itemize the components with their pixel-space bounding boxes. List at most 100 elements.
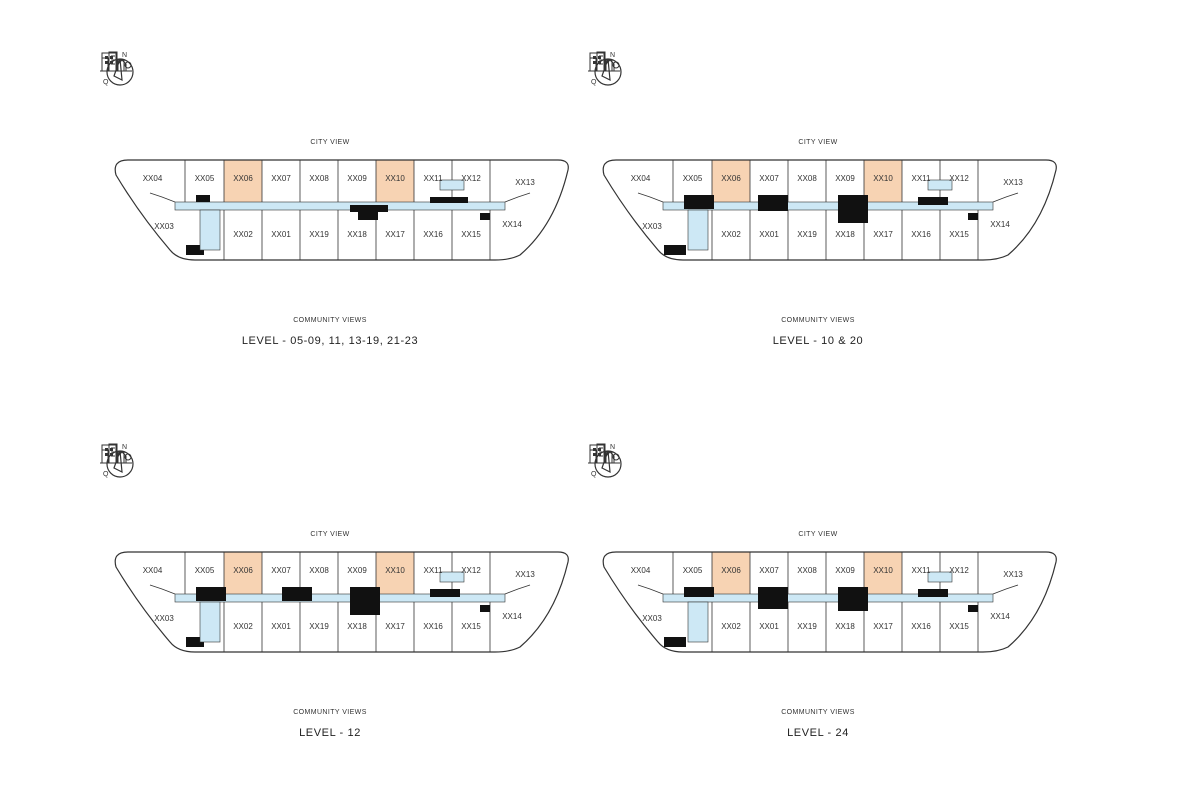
unit-label-xx12: XX12: [949, 174, 969, 183]
unit-label-xx07: XX07: [759, 566, 779, 575]
highlight-xx06: [712, 160, 750, 202]
core-block: [196, 195, 210, 202]
compass-north-label: N: [610, 444, 615, 451]
unit-label-xx17: XX17: [385, 230, 405, 239]
unit-label-xx05: XX05: [195, 566, 215, 575]
service-shaft: [927, 179, 953, 191]
building-outline: [114, 551, 569, 653]
unit-label-xx05: XX05: [683, 174, 703, 183]
unit-label-xx05: XX05: [683, 566, 703, 575]
unit-label-xx03: XX03: [642, 614, 662, 623]
unit-label-xx02: XX02: [721, 230, 741, 239]
community-houses-icon: [100, 444, 132, 464]
compass-north-label: N: [610, 52, 615, 59]
core-block: [684, 587, 714, 597]
unit-label-xx06: XX06: [721, 174, 741, 183]
community-houses-icon: [588, 52, 620, 72]
compass-q-label: Q: [591, 471, 597, 478]
core-block: [684, 195, 714, 209]
unit-label-xx15: XX15: [949, 230, 969, 239]
corridor: [662, 201, 994, 211]
unit-label-xx15: XX15: [461, 622, 481, 631]
service-shaft: [927, 571, 953, 583]
unit-label-xx07: XX07: [271, 174, 291, 183]
core-block: [664, 245, 686, 255]
unit-label-xx17: XX17: [873, 230, 893, 239]
unit-label-xx18: XX18: [835, 622, 855, 631]
core-block: [358, 212, 378, 220]
unit-label-xx09: XX09: [835, 174, 855, 183]
unit-label-xx01: XX01: [759, 230, 779, 239]
unit-label-xx11: XX11: [424, 174, 444, 183]
highlight-xx10: [376, 552, 414, 594]
highlight-xx10: [864, 552, 902, 594]
unit-label-xx13: XX13: [515, 178, 535, 187]
unit-label-xx08: XX08: [309, 566, 329, 575]
highlight-xx06: [224, 160, 262, 202]
service-shaft: [199, 601, 221, 643]
unit-label-xx09: XX09: [347, 566, 367, 575]
building-outline: [114, 159, 569, 261]
unit-label-xx11: XX11: [912, 174, 932, 183]
city-view-label: CITY VIEW: [798, 531, 838, 538]
unit-label-xx02: XX02: [233, 230, 253, 239]
core-block: [186, 637, 204, 647]
unit-label-xx07: XX07: [271, 566, 291, 575]
unit-label-xx19: XX19: [309, 622, 329, 631]
level-label: LEVEL - 10 & 20: [772, 335, 864, 347]
highlight-xx10: [864, 160, 902, 202]
building-outline: [602, 159, 1057, 261]
community-houses-icon: [588, 444, 620, 464]
unit-label-xx10: XX10: [385, 566, 405, 575]
unit-label-xx09: XX09: [835, 566, 855, 575]
core-block: [664, 637, 686, 647]
corridor-ends: [149, 584, 531, 595]
unit-label-xx11: XX11: [912, 566, 932, 575]
core-block: [758, 195, 788, 211]
compass-q-label: Q: [103, 79, 109, 86]
core-block: [758, 587, 788, 609]
unit-label-xx10: XX10: [385, 174, 405, 183]
core-block: [480, 213, 490, 220]
unit-label-xx14: XX14: [990, 220, 1010, 229]
unit-label-xx04: XX04: [143, 174, 163, 183]
core-block: [838, 587, 868, 611]
corridor-ends: [637, 584, 1019, 595]
core-block: [918, 589, 948, 597]
unit-label-xx04: XX04: [631, 566, 651, 575]
compass-north-label: N: [122, 444, 127, 451]
corridor: [662, 593, 994, 603]
unit-label-xx18: XX18: [347, 230, 367, 239]
core-block: [918, 197, 948, 205]
unit-label-xx01: XX01: [271, 622, 291, 631]
service-shaft: [439, 179, 465, 191]
unit-label-xx13: XX13: [1003, 178, 1023, 187]
city-view-label: CITY VIEW: [798, 139, 838, 146]
unit-label-xx01: XX01: [271, 230, 291, 239]
unit-label-xx16: XX16: [423, 622, 443, 631]
unit-label-xx03: XX03: [642, 222, 662, 231]
community-views-label: COMMUNITY VIEWS: [293, 709, 367, 716]
unit-label-xx18: XX18: [835, 230, 855, 239]
unit-label-xx15: XX15: [949, 622, 969, 631]
unit-label-xx12: XX12: [949, 566, 969, 575]
unit-label-xx04: XX04: [143, 566, 163, 575]
highlight-xx10: [376, 160, 414, 202]
unit-label-xx17: XX17: [385, 622, 405, 631]
core-block: [480, 605, 490, 612]
unit-label-xx06: XX06: [721, 566, 741, 575]
core-block: [186, 245, 204, 255]
city-view-label: CITY VIEW: [310, 531, 350, 538]
unit-label-xx06: XX06: [233, 566, 253, 575]
unit-label-xx19: XX19: [797, 230, 817, 239]
service-shaft: [199, 209, 221, 251]
core-block: [430, 589, 460, 597]
core-block: [838, 195, 868, 223]
unit-label-xx16: XX16: [911, 230, 931, 239]
unit-label-xx15: XX15: [461, 230, 481, 239]
unit-label-xx14: XX14: [502, 220, 522, 229]
